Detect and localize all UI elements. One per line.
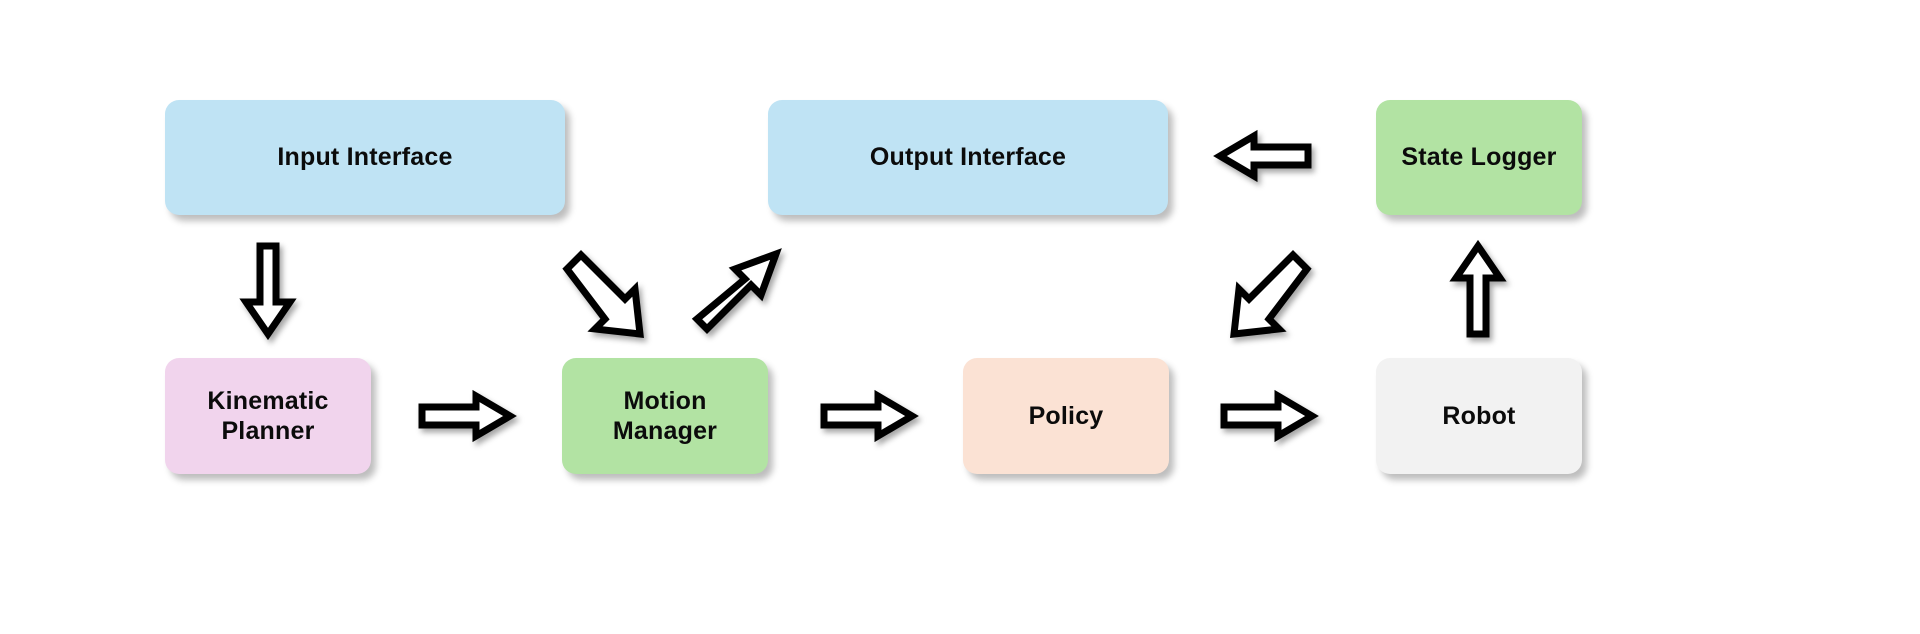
arrow-down-right-icon: [560, 248, 652, 340]
node-robot[interactable]: Robot: [1376, 358, 1582, 474]
node-label: State Logger: [1401, 143, 1557, 172]
node-input-interface[interactable]: Input Interface: [165, 100, 565, 215]
node-label: Robot: [1442, 401, 1516, 430]
node-state-logger[interactable]: State Logger: [1376, 100, 1582, 215]
arrow-down-left-icon: [1222, 248, 1314, 340]
arrow-up-icon: [1449, 239, 1507, 338]
node-policy[interactable]: Policy: [963, 358, 1169, 474]
arrow-up-right-icon: [690, 248, 782, 340]
node-kinematic-planner[interactable]: Kinematic Planner: [165, 358, 371, 474]
node-label: Output Interface: [869, 143, 1067, 172]
node-output-interface[interactable]: Output Interface: [768, 100, 1168, 215]
node-motion-manager[interactable]: Motion Manager: [562, 358, 768, 474]
node-label: Motion Manager: [612, 386, 718, 446]
arrow-left-icon: [1213, 129, 1312, 183]
arrow-right-icon: [1220, 389, 1319, 443]
node-label: Policy: [1028, 401, 1104, 430]
arrow-down-icon: [239, 242, 297, 341]
node-label: Kinematic Planner: [207, 386, 329, 446]
arrow-right-icon: [820, 389, 919, 443]
node-label: Input Interface: [277, 143, 453, 172]
arrow-right-icon: [418, 389, 517, 443]
